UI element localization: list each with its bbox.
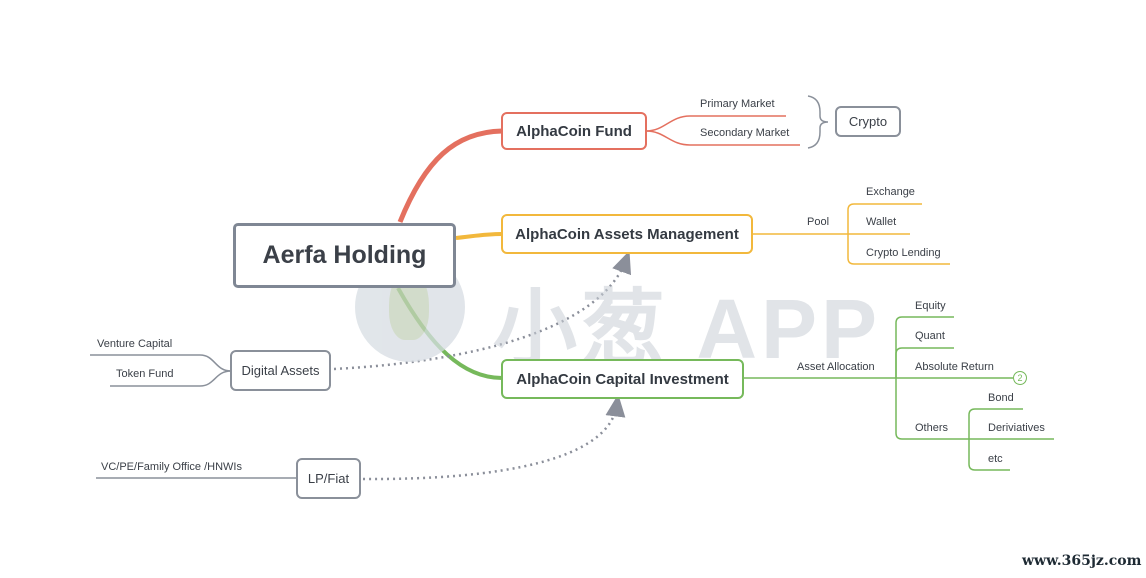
bond-topic[interactable]: Bond — [988, 392, 1014, 404]
collapsed-count-badge[interactable]: 2 — [1013, 371, 1027, 385]
etc-topic[interactable]: etc — [988, 453, 1003, 465]
alphacoin-fund-node[interactable]: AlphaCoin Fund — [501, 112, 647, 150]
absolute-return-topic[interactable]: Absolute Return — [915, 361, 994, 373]
derivatives-topic[interactable]: Deriviatives — [988, 422, 1045, 434]
alphacoin-assets-management-label: AlphaCoin Assets Management — [515, 225, 739, 243]
digital-assets-label: Digital Assets — [241, 363, 320, 378]
alphacoin-fund-label: AlphaCoin Fund — [516, 122, 632, 140]
secondary-market-topic[interactable]: Secondary Market — [700, 127, 790, 139]
pool-topic[interactable]: Pool — [807, 216, 830, 228]
root-to-fund-branch — [397, 128, 503, 223]
fund-connectors — [645, 115, 800, 146]
others-topic[interactable]: Others — [915, 422, 949, 434]
alphacoin-assets-management-node[interactable]: AlphaCoin Assets Management — [501, 214, 753, 254]
exchange-topic[interactable]: Exchange — [866, 186, 915, 198]
lp-fiat-node[interactable]: LP/Fiat — [296, 458, 361, 499]
assets-management-connectors — [753, 203, 950, 265]
crypto-lending-topic[interactable]: Crypto Lending — [866, 247, 941, 259]
digital-assets-node[interactable]: Digital Assets — [230, 350, 331, 391]
watermark-url: www.365jz.com — [1022, 553, 1142, 569]
alphacoin-capital-investment-node[interactable]: AlphaCoin Capital Investment — [501, 359, 744, 399]
asset-allocation-topic[interactable]: Asset Allocation — [797, 361, 875, 373]
root-node-label: Aerfa Holding — [262, 241, 427, 269]
digital-assets-connectors — [90, 354, 232, 387]
crypto-bracket — [807, 95, 829, 149]
token-fund-topic[interactable]: Token Fund — [116, 368, 174, 380]
crypto-node[interactable]: Crypto — [835, 106, 901, 137]
root-node[interactable]: Aerfa Holding — [233, 223, 456, 288]
alphacoin-capital-investment-label: AlphaCoin Capital Investment — [516, 370, 729, 388]
lp-fiat-label: LP/Fiat — [307, 471, 350, 486]
venture-capital-topic[interactable]: Venture Capital — [97, 338, 173, 350]
primary-market-topic[interactable]: Primary Market — [700, 98, 775, 110]
equity-topic[interactable]: Equity — [915, 300, 946, 312]
quant-topic[interactable]: Quant — [915, 330, 945, 342]
lp-fiat-to-capital-investment-arrow — [362, 394, 626, 481]
capital-investment-connectors — [744, 316, 1054, 471]
digital-assets-to-assets-management-arrow — [333, 250, 631, 371]
vc-pe-family-office-topic[interactable]: VC/PE/Family Office /HNWIs — [101, 461, 242, 473]
wallet-topic[interactable]: Wallet — [866, 216, 897, 228]
crypto-node-label: Crypto — [848, 114, 888, 129]
root-to-assets-management-branch — [455, 232, 503, 240]
